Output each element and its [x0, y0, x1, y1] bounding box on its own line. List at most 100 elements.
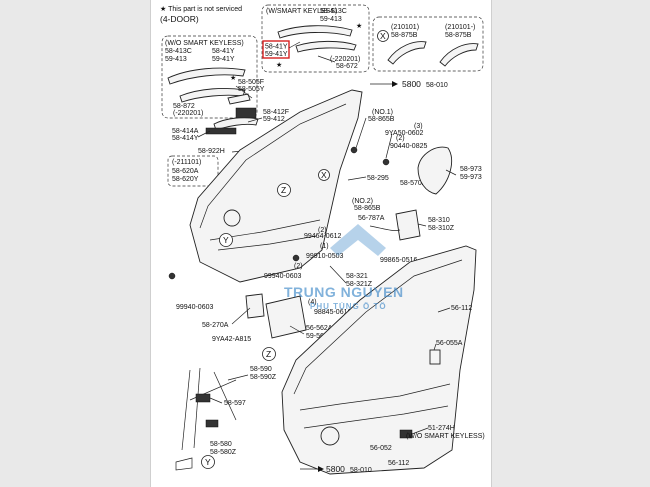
callout-z-2 [262, 347, 276, 361]
variant-text: (4-DOOR) [160, 14, 199, 24]
qty-2a: (2) [396, 135, 405, 142]
label-58-414a: 58-414A [172, 128, 199, 135]
callout-x [377, 30, 389, 42]
label-58-41y-b: 58-41Y [212, 48, 235, 55]
part-055a [429, 349, 441, 365]
label-58-295: 58-295 [367, 175, 389, 182]
label-58-597: 58-597 [224, 400, 246, 407]
qty-2b: (2) [318, 227, 327, 234]
callout-x-2 [318, 169, 330, 181]
label-58-413c-b: 58-413C [165, 48, 192, 55]
svg-text:X: X [321, 170, 327, 180]
label-58-875b: 58-875B [391, 32, 418, 39]
label-56-052: 56-052 [370, 445, 392, 452]
trim-part-b [439, 43, 479, 67]
trim-part-a [387, 41, 427, 65]
label-59-413-b: 59-413 [165, 56, 187, 63]
label-58-412f: 58-412F [263, 109, 289, 116]
part-505f [227, 93, 251, 105]
label-58-321: 58-321 [346, 273, 368, 280]
label-99865-0516: 99865-0516 [380, 257, 417, 264]
label-58-620y: 58-620Y [172, 176, 199, 183]
speaker-hole-lower [320, 426, 340, 446]
svg-text:Z: Z [281, 185, 286, 195]
label-210101: (210101) [391, 24, 419, 31]
date-box-211101 [167, 155, 219, 187]
qty-4: (4) [308, 299, 317, 306]
label-56-112-a: 56-112 [451, 305, 472, 312]
door-lock-actuator [395, 209, 421, 241]
label-99940-0603-a: 99940-0603 [264, 273, 301, 280]
qty-2c: (2) [294, 263, 303, 270]
label-99940-0603-b: 99940-0603 [176, 304, 213, 311]
label-9ya50-0602: 9YA50-0602 [385, 130, 424, 137]
no-smart-title: (W/O SMART KEYLESS) [165, 40, 244, 47]
svg-text:X: X [380, 31, 386, 41]
outer-handle [167, 67, 246, 85]
regulator-mount [175, 457, 193, 471]
door-hinge [245, 293, 265, 319]
label-220201: (-220201) [330, 56, 360, 63]
label-58-875b-b: 58-875B [445, 32, 472, 39]
part-412f [213, 117, 259, 131]
ref-5800-top: 5800 [402, 79, 421, 89]
svg-text:Y: Y [223, 235, 229, 245]
part-414a [205, 127, 237, 135]
watermark: TRUNG NGUYEN PHỤ TÙNG Ô TÔ [284, 224, 404, 311]
smart-keyless-box [261, 4, 370, 73]
no-smart-keyless-box [161, 35, 258, 119]
watermark-logo-icon [330, 224, 386, 256]
label-58-321z: 58-321Z [346, 281, 373, 288]
label-9ya42-a815: 9YA42-A815 [212, 336, 251, 343]
bolt-865b [350, 146, 358, 154]
star-icon: ★ [276, 61, 282, 69]
label-59-973: 59-973 [460, 174, 482, 181]
label-58-620a: 58-620A [172, 168, 199, 175]
label-210101-b: (210101-) [445, 24, 475, 31]
label-58-505y: 58-505Y [238, 86, 265, 93]
ref-58-010-bottom: 58-010 [350, 467, 372, 474]
bolt-99940 [168, 272, 176, 280]
label-58-922h: 58-922H [198, 148, 225, 155]
speaker-hole [223, 209, 241, 227]
svg-text:Z: Z [266, 349, 271, 359]
label-59-41y-b: 59-41Y [212, 56, 235, 63]
label-58-310z: 58-310Z [428, 225, 455, 232]
door-latch-top [235, 107, 257, 119]
ref-5800-bottom: 5800 [326, 464, 345, 474]
label-59-413: 59-413 [320, 16, 342, 23]
inset-x-box [372, 16, 484, 72]
label-90440-0825: 90440-0825 [390, 143, 427, 150]
bolt-90440 [382, 158, 390, 166]
label-no-smart-2: (W/O SMART KEYLESS) [406, 433, 485, 440]
ref-58-010-top: 58-010 [426, 82, 448, 89]
label-58-310: 58-310 [428, 217, 450, 224]
watermark-brand: TRUNG NGUYEN [284, 284, 404, 300]
qty-3: (3) [414, 123, 423, 130]
label-58-672: 58-672 [336, 63, 358, 70]
label-99464-0612: 99464-0612 [304, 233, 341, 240]
label-58-270a: 58-270A [202, 322, 229, 329]
handle-base [179, 87, 246, 103]
label-58-872: 58-872 [173, 103, 195, 110]
label-211101: (-211101) [172, 159, 201, 166]
label-58-505f: 58-505F [238, 79, 264, 86]
star-icon: ★ [356, 22, 362, 30]
label-59-412: 59-412 [263, 116, 285, 123]
label-56-055a: 56-055A [436, 340, 463, 347]
label-56-562a: 56-562A [306, 325, 333, 332]
notice-text: ★ This part is not serviced [160, 5, 242, 13]
regulator-carrier [195, 393, 211, 403]
label-56-787a: 56-787A [358, 215, 385, 222]
highlight-box [262, 40, 290, 59]
callout-y-2 [201, 455, 215, 469]
qty-1: (1) [320, 243, 329, 250]
part-973 [417, 146, 452, 195]
label-59-41y-highlighted: 59-41Y [265, 51, 288, 58]
label-58-865b-1: 58-865B [368, 116, 395, 123]
callout-y [219, 233, 233, 247]
rear-door-panel [281, 245, 477, 475]
label-58-580z: 58-580Z [210, 449, 237, 456]
outer-handle-smart [277, 25, 353, 39]
